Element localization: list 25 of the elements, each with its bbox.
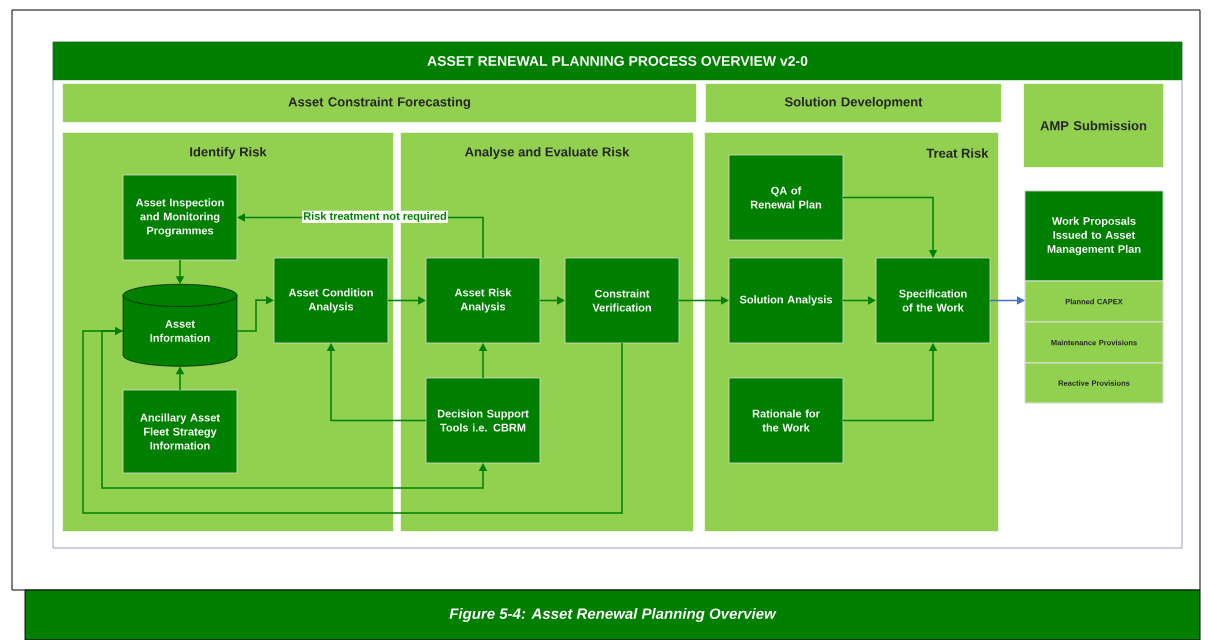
process-box: Solution Analysis [728, 257, 844, 344]
header-band: AMP Submission [1023, 83, 1164, 168]
process-box: QA of Renewal Plan [728, 154, 844, 241]
process-box: Rationale for the Work [728, 377, 844, 464]
process-box: Constraint Verification [564, 257, 680, 344]
arrow [82, 326, 623, 514]
arrow [678, 296, 729, 305]
arrow [989, 296, 1025, 305]
process-box: Specification of the Work [875, 257, 991, 344]
arrow [326, 343, 427, 422]
arrow [236, 296, 274, 332]
arrow [539, 296, 565, 305]
arrow [842, 296, 876, 305]
process-box: Asset Condition Analysis [273, 257, 389, 344]
process-box: Ancillary Asset Fleet Strategy Information [122, 389, 238, 474]
caption-band: Figure 5-4: Asset Renewal Planning Overview [24, 589, 1201, 640]
header-band: Solution Development [705, 83, 1002, 123]
process-box: Asset Risk Analysis [425, 257, 541, 344]
header-band: Asset Constraint Forecasting [62, 83, 697, 123]
process-box: Asset Inspection and Monitoring Programmes [122, 174, 238, 261]
arrow [842, 196, 938, 258]
process-box: Decision Support Tools i.e. CBRM [425, 377, 541, 464]
database-cylinder: Asset Information [122, 284, 238, 367]
arrow [387, 296, 426, 305]
title-band: ASSET RENEWAL PLANNING PROCESS OVERVIEW v2-0 [52, 41, 1183, 81]
